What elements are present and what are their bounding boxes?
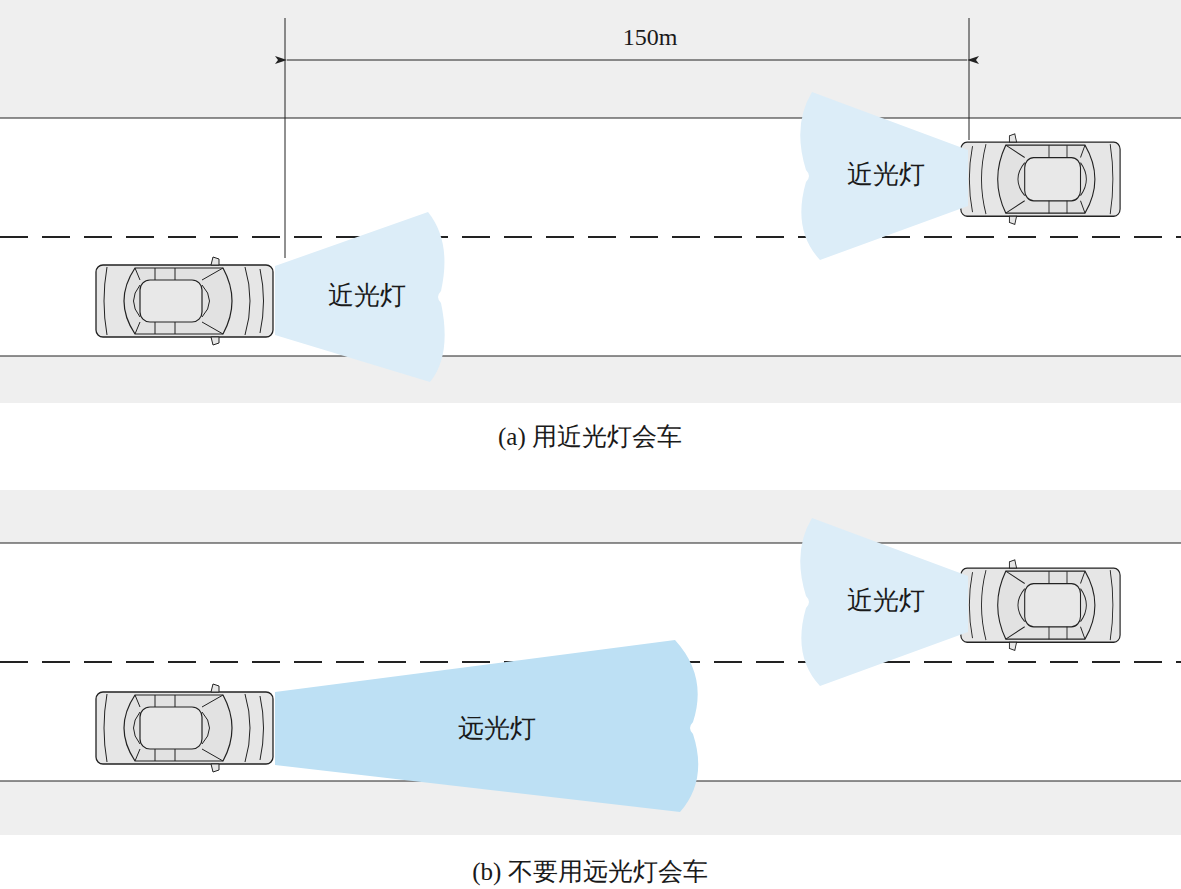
beam-fill	[275, 640, 698, 812]
beam-label: 近光灯	[328, 281, 406, 310]
beam-label: 近光灯	[847, 586, 925, 615]
beam-label: 近光灯	[847, 160, 925, 189]
dimension-label: 150m	[623, 24, 678, 50]
beam-fill	[800, 92, 968, 260]
light-beam: 近光灯	[273, 208, 455, 386]
beam-label: 远光灯	[458, 714, 536, 743]
panel-caption: (a) 用近光灯会车	[498, 423, 682, 451]
panel-caption: (b) 不要用远光灯会车	[472, 858, 707, 886]
light-beam: 近光灯	[796, 88, 972, 264]
light-beam: 远光灯	[273, 636, 709, 816]
beam-fill	[275, 212, 445, 382]
beam-fill	[800, 518, 968, 686]
light-beam: 近光灯	[796, 514, 972, 690]
